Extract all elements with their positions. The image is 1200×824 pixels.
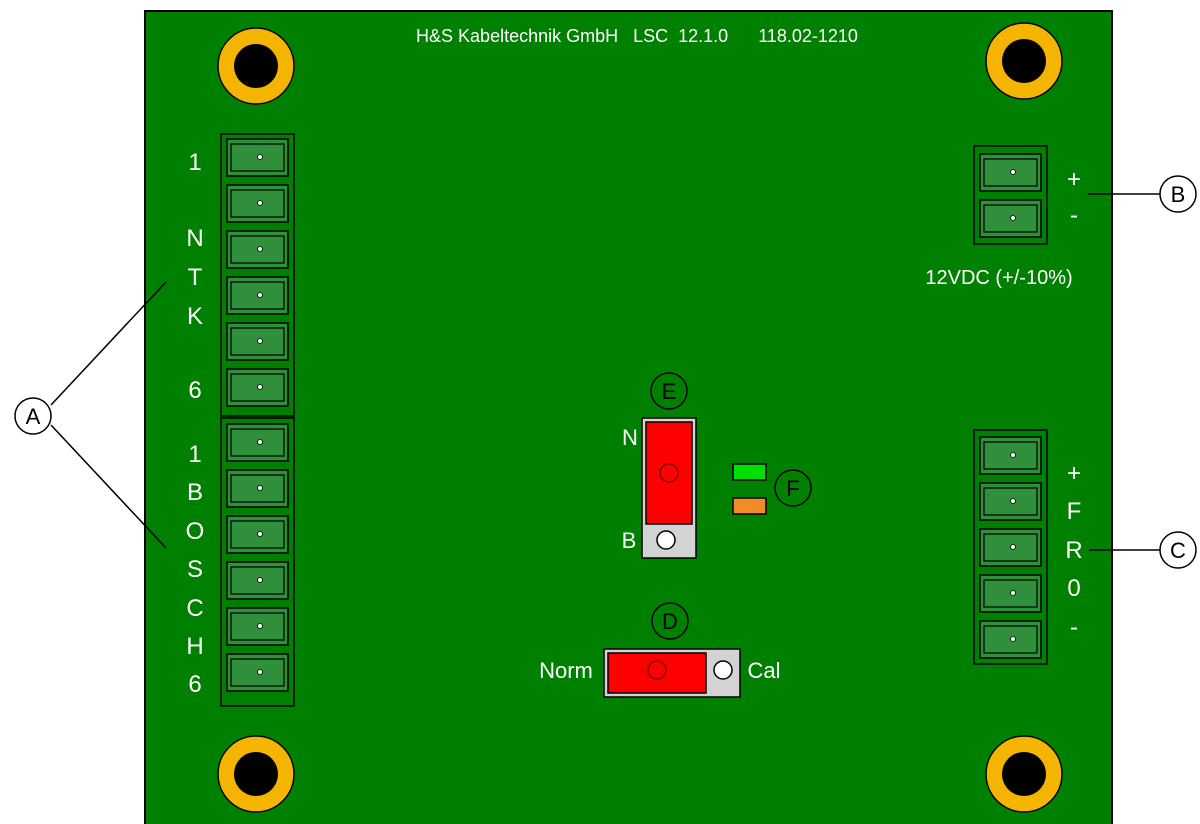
power-plus-label: + (1067, 166, 1081, 193)
ntk-pin-2 (226, 184, 289, 223)
jumper-d[interactable] (603, 648, 741, 698)
ntk-pin-3 (226, 230, 289, 269)
led-green (732, 463, 767, 481)
ntk-pin-1 (226, 138, 289, 177)
ntk-label-char: 6 (188, 377, 201, 404)
ntk-label-char: 1 (188, 149, 201, 176)
jumper-e-top-label: N (622, 425, 638, 450)
ntk-label-char: T (188, 264, 203, 291)
jumper-d-right-label: Cal (747, 658, 780, 683)
leader-line-a-ntk (50, 281, 167, 406)
svg-text:D: D (662, 609, 678, 634)
fr0-pin-3 (979, 528, 1042, 567)
fr0-pin-5 (979, 620, 1042, 659)
bosch-pin-1 (226, 423, 289, 462)
bosch-pin-5 (226, 607, 289, 646)
mounting-hole-bottom-left (217, 735, 295, 813)
power-pin-1 (979, 153, 1042, 192)
fr0-label-char: 0 (1067, 575, 1080, 602)
jumper-e[interactable] (641, 417, 697, 559)
bosch-label-char: S (187, 556, 203, 583)
power-spec-label: 12VDC (+/-10%) (925, 267, 1072, 289)
mounting-hole-top-left (217, 27, 295, 105)
led-orange (732, 497, 767, 515)
svg-text:E: E (662, 379, 677, 404)
svg-text:B: B (1171, 182, 1186, 207)
bosch-label-char: O (186, 518, 205, 545)
bosch-pin-2 (226, 469, 289, 508)
callout-c: C (1159, 531, 1197, 569)
fr0-label-char: F (1067, 498, 1082, 525)
ntk-pin-5 (226, 322, 289, 361)
power-pin-2 (979, 199, 1042, 238)
callout-f: F (774, 469, 812, 507)
fr0-label-column: + FR 0 - (1065, 460, 1082, 641)
fr0-label-char: - (1070, 614, 1078, 641)
fr0-terminal-pins (979, 436, 1042, 659)
power-minus-label: - (1070, 202, 1078, 229)
bosch-label-char: 6 (188, 671, 201, 698)
callout-a: A (14, 397, 52, 435)
power-terminal-pins (979, 153, 1042, 238)
bosch-pin-3 (226, 515, 289, 554)
callout-b: B (1159, 175, 1197, 213)
jumper-e-bottom-label: B (622, 528, 637, 553)
ntk-pin-6 (226, 368, 289, 407)
fr0-pin-4 (979, 574, 1042, 613)
bosch-terminal-block (220, 417, 295, 707)
bosch-label-char: C (186, 595, 203, 622)
bosch-label-char: B (187, 479, 203, 506)
bosch-label-char: 1 (188, 441, 201, 468)
svg-text:A: A (26, 404, 41, 429)
leader-line-a-bosch (50, 424, 167, 549)
ntk-terminal-block (220, 133, 295, 417)
fr0-label-char: + (1067, 460, 1081, 487)
bosch-label-char: H (186, 633, 203, 660)
jumper-d-left-label: Norm (539, 658, 593, 683)
left-terminal-pins (226, 138, 289, 692)
ntk-pin-4 (226, 276, 289, 315)
bosch-pin-6 (226, 653, 289, 692)
mounting-hole-top-right (985, 22, 1063, 100)
svg-text:C: C (1170, 538, 1186, 563)
ntk-label-char: N (186, 225, 203, 252)
fr0-label-char: R (1065, 537, 1082, 564)
callout-d: D (651, 602, 689, 640)
fr0-pin-2 (979, 482, 1042, 521)
fr0-pin-1 (979, 436, 1042, 475)
board-header: H&S Kabeltechnik GmbH LSC 12.1.0 118.02-… (416, 26, 858, 46)
callout-e: E (650, 372, 688, 410)
mounting-hole-bottom-right (985, 735, 1063, 813)
fr0-terminal-block (973, 429, 1048, 665)
power-terminal-block (973, 145, 1048, 245)
ntk-label-char: K (187, 303, 203, 330)
svg-text:F: F (786, 476, 799, 501)
bosch-pin-4 (226, 561, 289, 600)
